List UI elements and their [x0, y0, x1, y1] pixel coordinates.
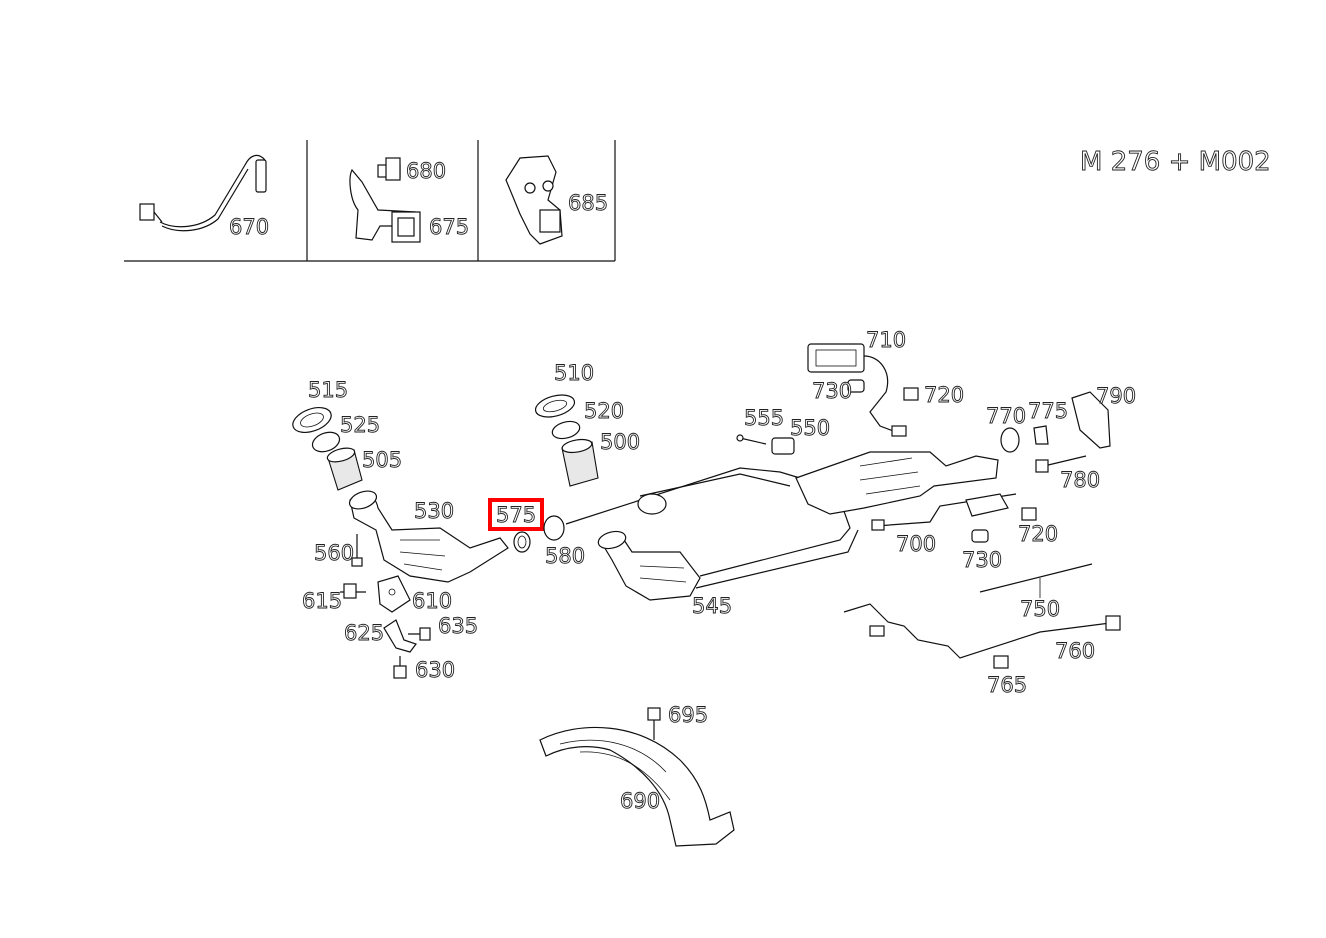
- part-label-610[interactable]: 610: [412, 589, 453, 614]
- part-label-770[interactable]: 770: [986, 404, 1027, 429]
- sleeve-550[interactable]: [771, 437, 795, 455]
- bracket-675[interactable]: [349, 168, 421, 243]
- clip-765[interactable]: [993, 655, 1009, 669]
- front-pipe-assembly[interactable]: [565, 467, 859, 589]
- part-label-510[interactable]: 510: [554, 361, 595, 386]
- bolt-560[interactable]: [351, 534, 363, 567]
- part-label-550[interactable]: 550: [790, 416, 831, 441]
- temperature-sensor-760[interactable]: [843, 603, 1121, 659]
- highlight-box-575: [488, 498, 544, 531]
- part-label-530[interactable]: 530: [414, 499, 455, 524]
- crossmember-690[interactable]: [539, 726, 735, 847]
- bolt-635[interactable]: [408, 627, 431, 641]
- bolt-695[interactable]: [647, 707, 661, 740]
- ring-525[interactable]: [310, 429, 342, 455]
- part-label-515[interactable]: 515: [308, 378, 349, 403]
- bolt-630[interactable]: [393, 656, 407, 679]
- part-label-690[interactable]: 690: [620, 789, 661, 814]
- sensor-700[interactable]: [871, 493, 1017, 531]
- clip-730-lower[interactable]: [971, 529, 989, 543]
- part-label-685[interactable]: 685: [568, 191, 609, 216]
- bracket-790[interactable]: [1071, 391, 1111, 449]
- bracket-610[interactable]: [377, 575, 411, 613]
- part-label-700[interactable]: 700: [896, 532, 937, 557]
- part-label-775[interactable]: 775: [1028, 399, 1069, 424]
- part-label-575[interactable]: 575: [496, 503, 537, 528]
- model-label: M 276 + M002: [1080, 147, 1271, 177]
- part-label-720-lower[interactable]: 720: [1018, 522, 1059, 547]
- part-label-710[interactable]: 710: [866, 328, 907, 353]
- part-label-695[interactable]: 695: [668, 703, 709, 728]
- part-label-760[interactable]: 760: [1055, 639, 1096, 664]
- bolt-780[interactable]: [1035, 455, 1087, 473]
- part-label-505[interactable]: 505: [362, 448, 403, 473]
- gasket-515[interactable]: [289, 403, 334, 437]
- flange-500[interactable]: [561, 437, 599, 487]
- control-module-710[interactable]: [807, 343, 907, 437]
- part-label-560[interactable]: 560: [314, 541, 355, 566]
- part-label-615[interactable]: 615: [302, 589, 343, 614]
- catalytic-converter-545[interactable]: [596, 529, 701, 601]
- part-label-555[interactable]: 555: [744, 406, 785, 431]
- flange-505[interactable]: [326, 446, 363, 491]
- part-label-675[interactable]: 675: [429, 215, 470, 240]
- part-label-750[interactable]: 750: [1020, 597, 1061, 622]
- catalytic-converter-530[interactable]: [347, 488, 509, 583]
- part-label-520[interactable]: 520: [584, 399, 625, 424]
- clamp-575[interactable]: [513, 531, 531, 553]
- part-label-545[interactable]: 545: [692, 594, 733, 619]
- seal-580[interactable]: [543, 515, 565, 541]
- clip-720-lower[interactable]: [1021, 507, 1037, 521]
- part-label-625[interactable]: 625: [344, 621, 385, 646]
- part-label-680[interactable]: 680: [406, 159, 447, 184]
- part-label-635[interactable]: 635: [438, 614, 479, 639]
- part-label-730-upper[interactable]: 730: [812, 379, 853, 404]
- ring-520[interactable]: [550, 419, 581, 442]
- part-label-720-upper[interactable]: 720: [924, 383, 965, 408]
- part-label-790[interactable]: 790: [1096, 384, 1137, 409]
- gasket-510[interactable]: [533, 391, 577, 421]
- part-label-780[interactable]: 780: [1060, 468, 1101, 493]
- bolt-555[interactable]: [736, 434, 767, 445]
- clip-775[interactable]: [1033, 425, 1049, 445]
- bolt-615[interactable]: [340, 583, 366, 599]
- clip-730-upper[interactable]: [847, 379, 865, 393]
- bracket-625[interactable]: [383, 619, 417, 653]
- part-label-730-lower[interactable]: 730: [962, 548, 1003, 573]
- center-muffler[interactable]: [795, 451, 999, 515]
- cable-750[interactable]: [979, 563, 1093, 598]
- bracket-685[interactable]: [505, 155, 563, 245]
- part-label-630[interactable]: 630: [415, 658, 456, 683]
- clip-720-upper[interactable]: [903, 387, 919, 401]
- part-label-580[interactable]: 580: [545, 544, 586, 569]
- part-label-765[interactable]: 765: [987, 673, 1028, 698]
- bolt-680[interactable]: [377, 157, 401, 181]
- part-label-670[interactable]: 670: [229, 215, 270, 240]
- inset-panel: 670 680 675 685: [124, 140, 616, 262]
- part-label-525[interactable]: 525: [340, 413, 381, 438]
- oxygen-sensor-670[interactable]: [139, 154, 267, 232]
- clamp-770[interactable]: [1000, 427, 1020, 453]
- part-label-500[interactable]: 500: [600, 430, 641, 455]
